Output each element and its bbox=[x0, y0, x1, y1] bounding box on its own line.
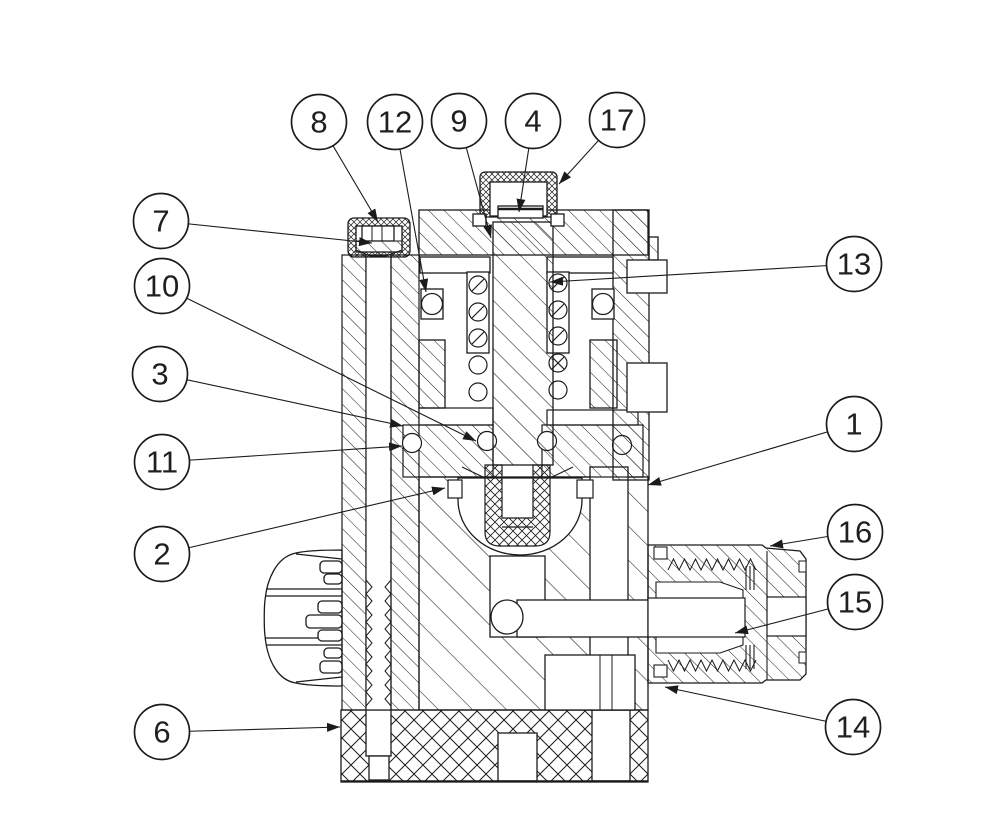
collet-top bbox=[655, 581, 744, 599]
balloon-circle-2 bbox=[133, 525, 191, 583]
screw-thread-right bbox=[384, 579, 392, 707]
leader-line-12 bbox=[394, 121, 429, 293]
balloon-circle-15 bbox=[826, 573, 884, 631]
balloon-13: 13 bbox=[549, 235, 883, 293]
balloon-number-17: 17 bbox=[600, 103, 634, 138]
balloon-number-2: 2 bbox=[153, 537, 170, 572]
balloon-callouts: 8 12 9 4 17 7 10 3 11 2 6 13 1 16 15 14 bbox=[131, 91, 884, 761]
balloon-14: 14 bbox=[664, 685, 882, 756]
balloon-circle-8 bbox=[290, 93, 348, 151]
elbow-curve bbox=[490, 599, 524, 635]
bonnet-cap bbox=[347, 217, 411, 258]
valve-stem bbox=[492, 221, 554, 466]
balloon-number-1: 1 bbox=[845, 407, 862, 442]
balloon-number-11: 11 bbox=[146, 445, 178, 480]
balloon-number-7: 7 bbox=[152, 204, 169, 239]
balloon-circle-3 bbox=[131, 345, 189, 403]
hand-knob bbox=[263, 549, 343, 687]
balloon-16: 16 bbox=[769, 503, 884, 561]
balloon-circle-6 bbox=[133, 703, 191, 761]
balloon-circle-16 bbox=[826, 503, 884, 561]
balloon-1: 1 bbox=[647, 395, 883, 486]
balloon-number-4: 4 bbox=[524, 104, 541, 139]
balloon-circle-10 bbox=[133, 257, 191, 315]
balloon-11: 11 bbox=[133, 433, 403, 491]
balloon-number-10: 10 bbox=[145, 269, 179, 304]
leader-line-3 bbox=[159, 373, 404, 428]
balloon-3: 3 bbox=[131, 345, 404, 428]
leader-line-11 bbox=[161, 442, 403, 463]
balloon-number-6: 6 bbox=[153, 715, 170, 750]
leader-line-10 bbox=[161, 285, 477, 442]
balloon-15: 15 bbox=[734, 573, 884, 635]
leader-line-13 bbox=[549, 263, 855, 286]
seat-retainer-right bbox=[576, 479, 594, 499]
balloon-number-16: 16 bbox=[838, 515, 872, 550]
side-port-boss bbox=[626, 362, 668, 413]
detent-ball bbox=[591, 292, 615, 316]
collet-bottom bbox=[655, 636, 744, 654]
balloon-7: 7 bbox=[132, 192, 373, 250]
thread-top bbox=[667, 557, 757, 572]
balloon-number-8: 8 bbox=[310, 105, 327, 140]
balloon-17: 17 bbox=[558, 91, 646, 185]
seal-plates bbox=[401, 407, 644, 478]
balloon-4: 4 bbox=[504, 92, 562, 213]
balloon-circle-1 bbox=[825, 395, 883, 453]
balloon-number-12: 12 bbox=[378, 105, 412, 140]
compression-fitting bbox=[647, 544, 807, 684]
o-ring bbox=[401, 432, 423, 454]
detent-ball bbox=[420, 292, 444, 316]
balloon-6: 6 bbox=[133, 703, 341, 761]
balloon-2: 2 bbox=[133, 486, 446, 583]
balloon-circle-13 bbox=[825, 235, 883, 293]
balloon-number-14: 14 bbox=[836, 710, 870, 745]
spring-seat-bar bbox=[419, 256, 491, 274]
balloon-10: 10 bbox=[133, 257, 477, 442]
balloon-number-9: 9 bbox=[450, 104, 467, 139]
thread-bottom bbox=[667, 658, 757, 673]
balloon-circle-12 bbox=[366, 93, 424, 151]
bonnet-column bbox=[341, 254, 420, 711]
balloon-circle-17 bbox=[588, 91, 646, 149]
spring-seat-bar bbox=[546, 256, 614, 274]
balloon-8: 8 bbox=[290, 93, 379, 223]
balloon-circle-4 bbox=[504, 92, 562, 150]
balloon-circle-11 bbox=[133, 433, 191, 491]
seat-retainer-left bbox=[447, 479, 463, 499]
leader-line-14 bbox=[664, 685, 854, 728]
balloon-circle-9 bbox=[430, 92, 488, 150]
leader-line-1 bbox=[647, 423, 855, 486]
leader-line-6 bbox=[161, 722, 341, 733]
balloon-circle-7 bbox=[132, 192, 190, 250]
screw-thread-left bbox=[365, 579, 373, 707]
leader-line-2 bbox=[161, 486, 446, 555]
screw-head bbox=[361, 225, 395, 242]
tube-bore bbox=[647, 597, 746, 638]
base-block bbox=[340, 709, 649, 783]
balloon-number-3: 3 bbox=[151, 357, 168, 392]
leader-line-7 bbox=[160, 220, 373, 247]
balloon-9: 9 bbox=[430, 92, 492, 239]
balloon-number-15: 15 bbox=[838, 585, 872, 620]
balloon-number-13: 13 bbox=[837, 247, 871, 282]
balloon-12: 12 bbox=[366, 93, 429, 293]
balloon-circle-14 bbox=[824, 698, 882, 756]
